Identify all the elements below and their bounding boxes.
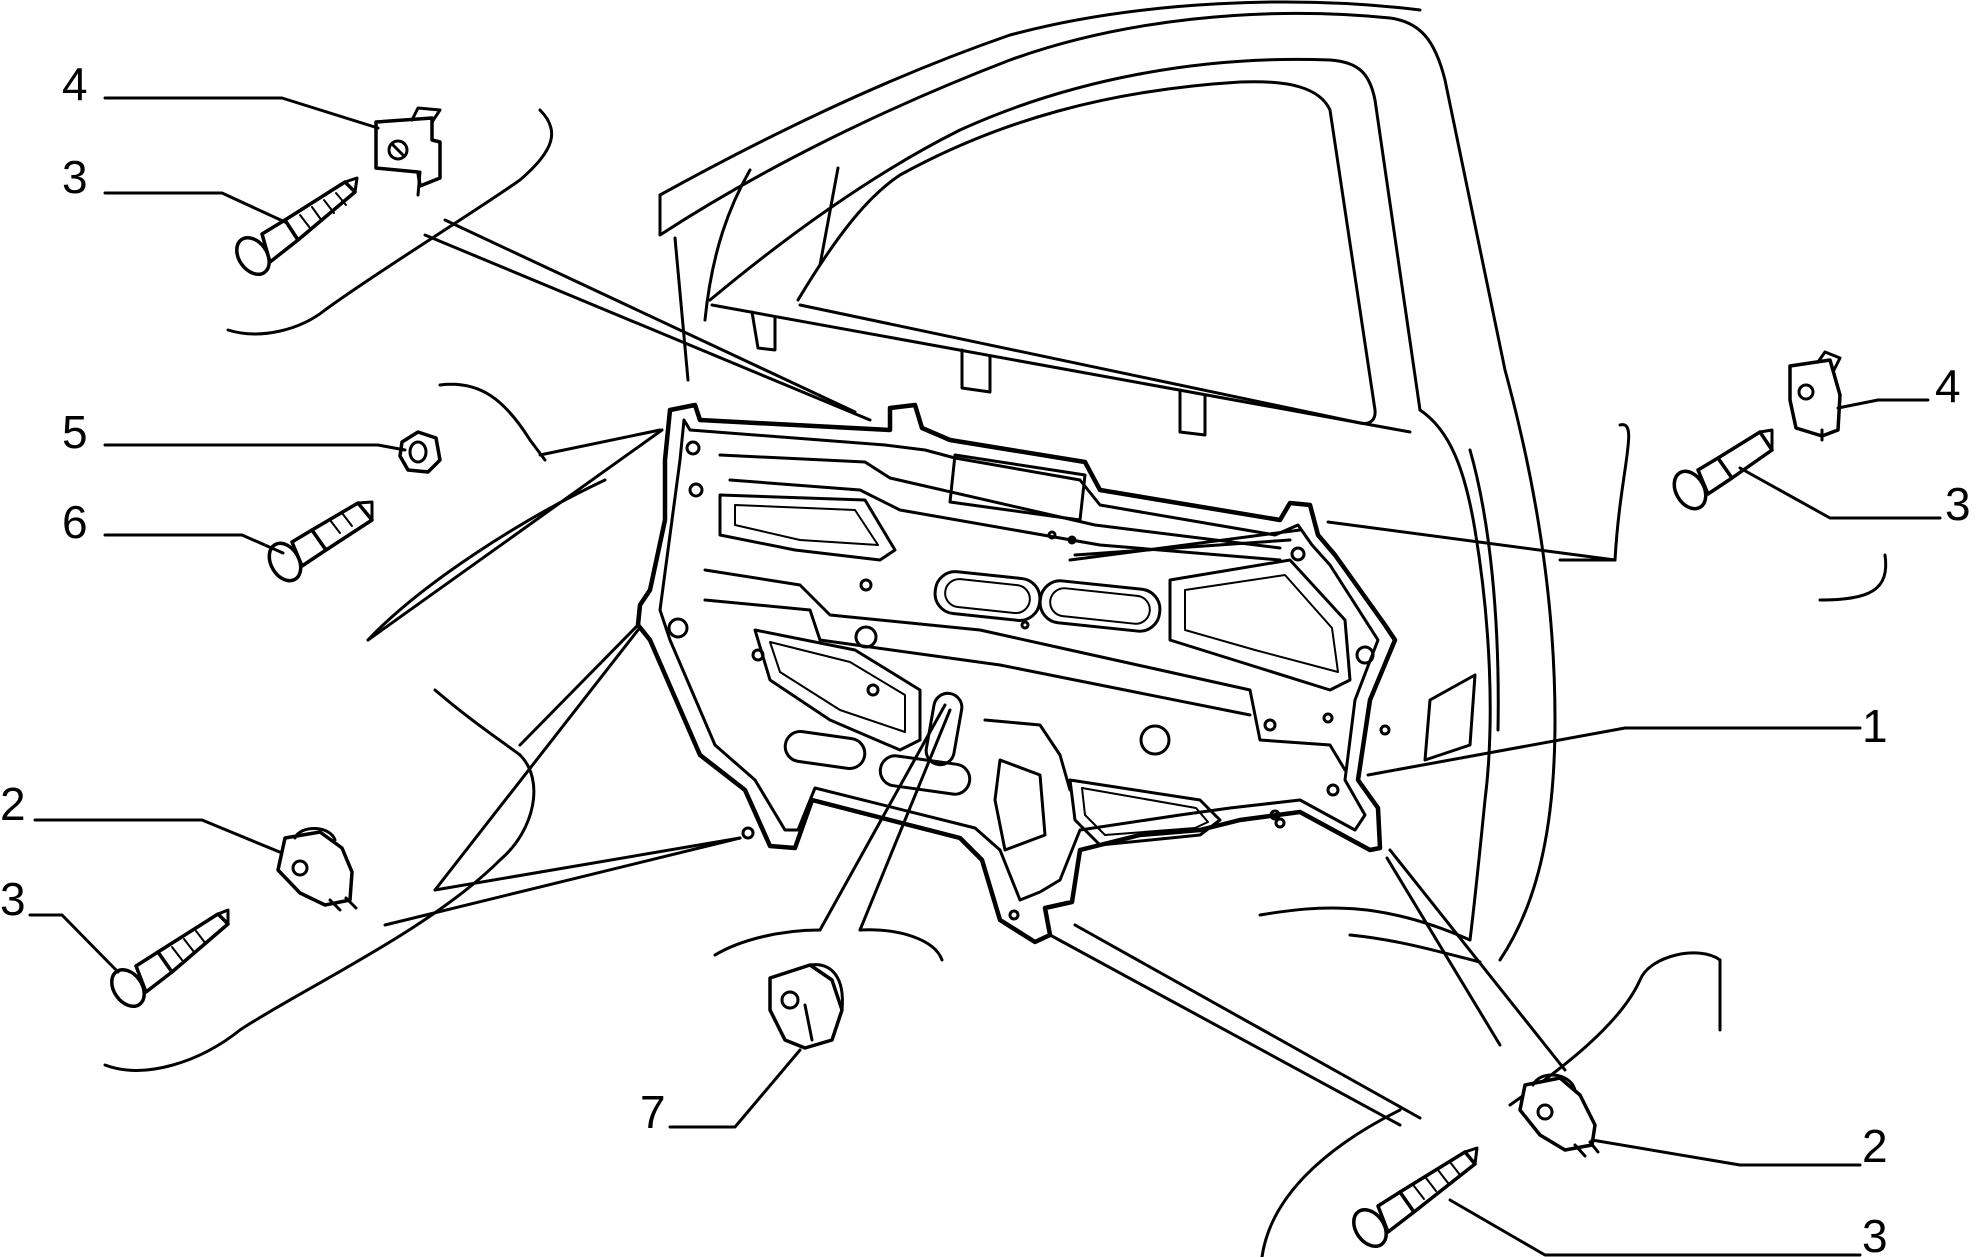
clip-part-7 <box>768 963 844 1050</box>
window-regulator-panel <box>635 402 1398 945</box>
grouping-brackets <box>103 108 1888 1257</box>
callout-2-left: 2 <box>0 778 26 830</box>
screw-part-3-top-left <box>235 176 359 276</box>
car-door-outline <box>658 0 1557 964</box>
callout-5: 5 <box>62 406 88 458</box>
clip-part-2-left <box>276 827 358 912</box>
clip-part-2-right <box>1518 1073 1600 1158</box>
callout-3-right: 3 <box>1945 478 1971 530</box>
callout-labels: 4 3 5 6 2 3 7 4 3 1 2 3 <box>0 58 1971 1257</box>
callout-1: 1 <box>1862 700 1888 752</box>
callout-4-right: 4 <box>1935 360 1961 412</box>
leader-lines <box>28 96 1942 1257</box>
bolt-part-6 <box>267 500 374 583</box>
callout-3-left: 3 <box>0 873 26 925</box>
callout-2-right: 2 <box>1862 1120 1888 1172</box>
callout-4-top-left: 4 <box>62 58 88 110</box>
callout-3-bottom-right: 3 <box>1862 1210 1888 1257</box>
clip-nut-part-4-top-left <box>374 106 442 197</box>
screw-part-3-bottom-right <box>1352 1146 1479 1248</box>
callout-6: 6 <box>62 496 88 548</box>
clip-nut-part-4-right <box>1788 350 1842 442</box>
screw-part-3-left <box>110 908 230 1008</box>
nut-part-5 <box>398 430 442 474</box>
callout-7: 7 <box>640 1086 666 1138</box>
screw-part-3-right <box>1672 428 1774 511</box>
callout-3-top-left: 3 <box>62 151 88 203</box>
